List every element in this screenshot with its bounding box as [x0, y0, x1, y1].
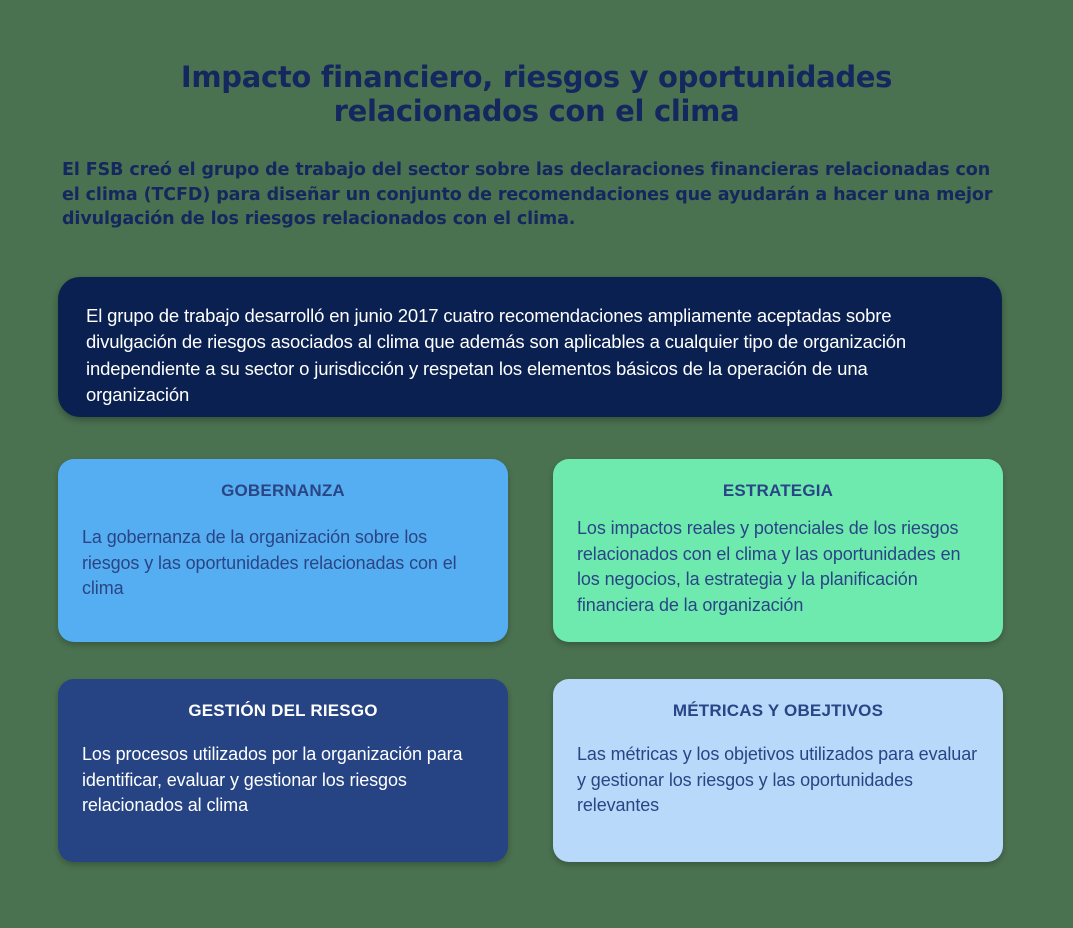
- highlight-text: El grupo de trabajo desarrolló en junio …: [86, 305, 907, 405]
- title-block: Impacto financiero, riesgos y oportunida…: [0, 0, 1073, 128]
- card-gobernanza-body: La gobernanza de la organización sobre l…: [82, 527, 457, 599]
- page-title-line-1: Impacto financiero, riesgos y oportunida…: [180, 60, 893, 94]
- card-estrategia[interactable]: ESTRATEGIA Los impactos reales y potenci…: [553, 459, 1003, 642]
- recommendation-card-grid: GOBERNANZA La gobernanza de la organizac…: [58, 459, 1004, 862]
- highlight-box: El grupo de trabajo desarrolló en junio …: [58, 277, 1002, 417]
- card-estrategia-body: Los impactos reales y potenciales de los…: [577, 518, 961, 615]
- card-metricas-y-objetivos[interactable]: MÉTRICAS Y OBEJTIVOS Las métricas y los …: [553, 679, 1003, 862]
- intro-paragraph: El FSB creó el grupo de trabajo del sect…: [62, 160, 993, 229]
- card-gestion-del-riesgo-body: Los procesos utilizados por la organizac…: [82, 744, 463, 816]
- page-title-line-2: relacionados con el clima: [333, 94, 740, 129]
- card-estrategia-title: ESTRATEGIA: [722, 481, 834, 500]
- card-gobernanza[interactable]: GOBERNANZA La gobernanza de la organizac…: [58, 459, 508, 642]
- page-title: Impacto financiero, riesgos y oportunida…: [0, 60, 1073, 128]
- card-metricas-y-objetivos-title: MÉTRICAS Y OBEJTIVOS: [672, 701, 884, 720]
- card-metricas-y-objetivos-body: Las métricas y los objetivos utilizados …: [577, 744, 977, 816]
- card-gestion-del-riesgo-title: GESTIÓN DEL RIESGO: [188, 701, 378, 720]
- card-gobernanza-title: GOBERNANZA: [221, 481, 345, 500]
- card-gestion-del-riesgo[interactable]: GESTIÓN DEL RIESGO Los procesos utilizad…: [58, 679, 508, 862]
